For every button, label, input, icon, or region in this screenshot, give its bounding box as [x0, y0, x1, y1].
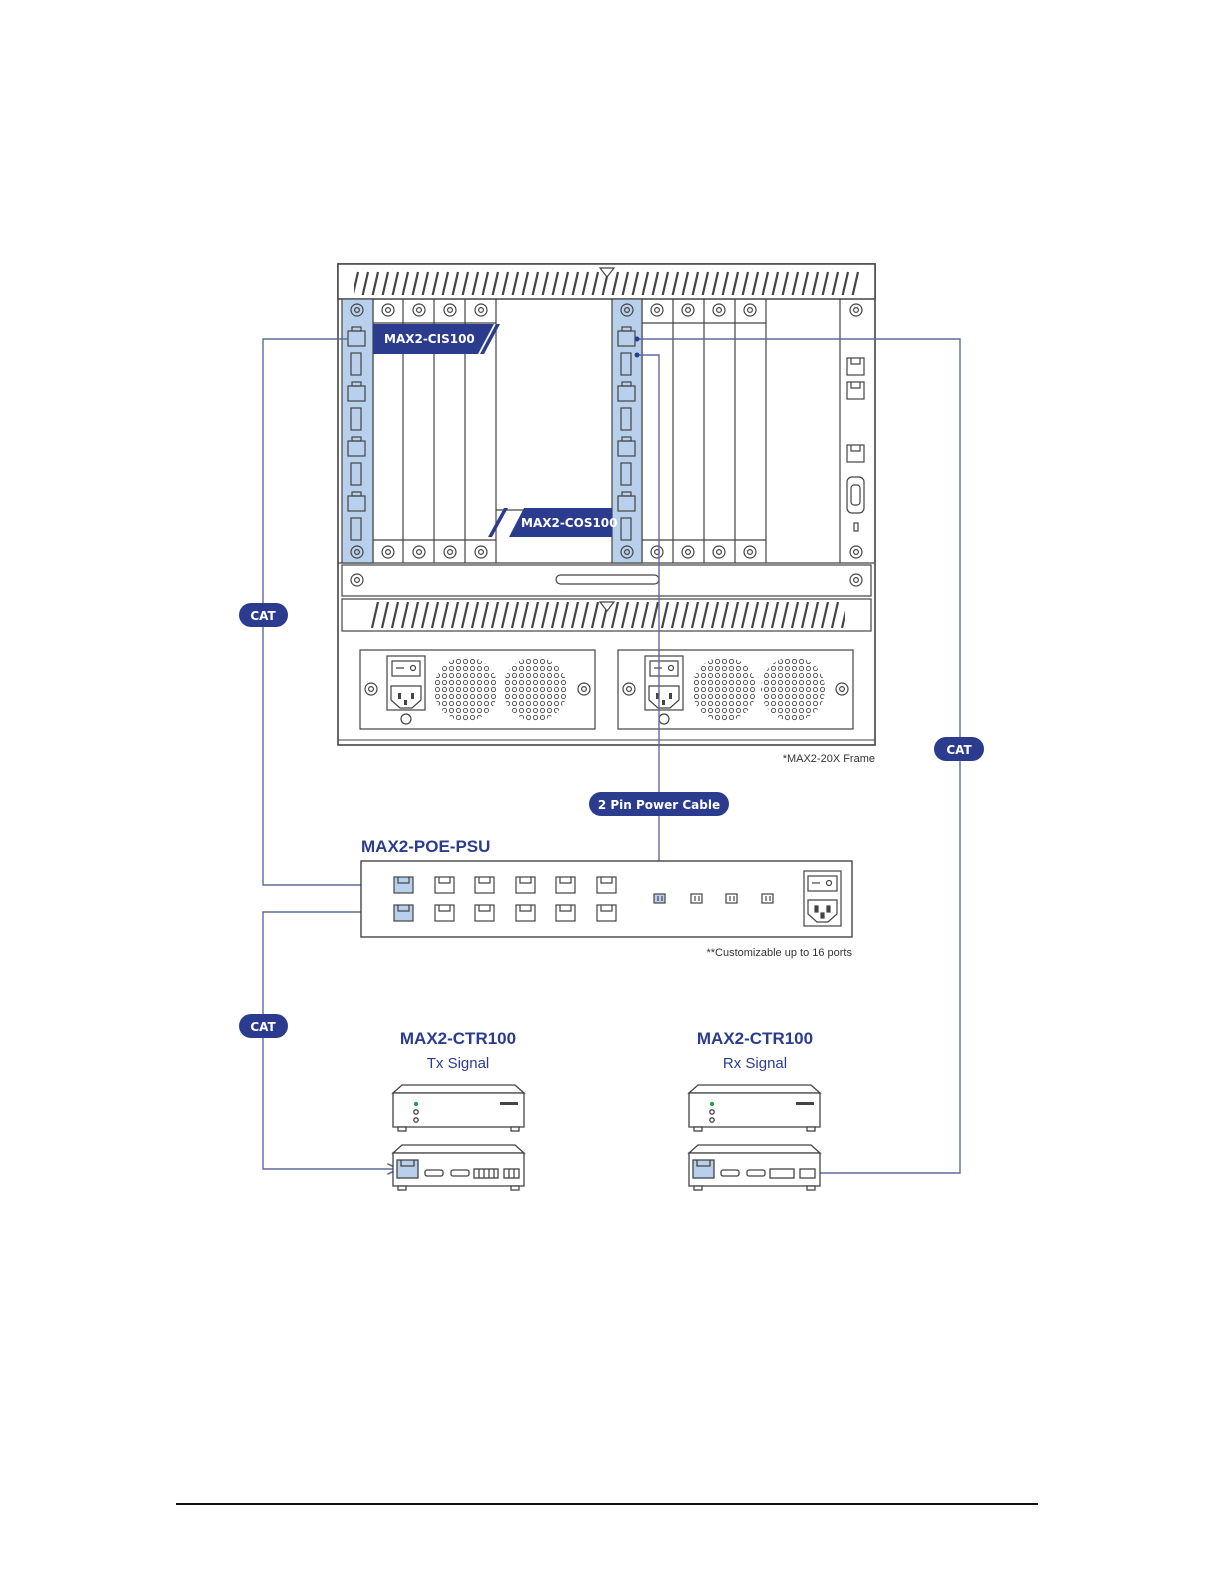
- top-vent-grille: [338, 264, 875, 299]
- rx-endpoint-max2-ctr100: MAX2-CTR100 Rx Signal: [689, 1029, 820, 1190]
- card-in-label: MAX2-CIS100: [384, 332, 475, 346]
- psu-note: **Customizable up to 16 ports: [706, 947, 852, 959]
- frame-note: *MAX2-20X Frame: [783, 753, 875, 765]
- tx-endpoint-max2-ctr100: MAX2-CTR100 Tx Signal: [393, 1029, 524, 1190]
- power-cable-pill: 2 Pin Power Cable: [589, 792, 729, 816]
- max2-poe-psu: MAX2-POE-PSU: [361, 837, 852, 959]
- cat-pill-right: CAT: [934, 737, 984, 761]
- middle-vent-grille: [342, 599, 871, 631]
- power-cable-label: 2 Pin Power Cable: [598, 798, 720, 812]
- frame-power-supply-2: [618, 650, 853, 729]
- cat-pill-left-top: CAT: [239, 603, 288, 627]
- cat-line-tx: [263, 912, 397, 1169]
- rx-device-rear: [689, 1145, 820, 1190]
- rx-title: MAX2-CTR100: [697, 1029, 813, 1048]
- tx-device-front: [393, 1085, 524, 1131]
- cat-label: CAT: [250, 609, 276, 623]
- footer-rule: [176, 1503, 1038, 1505]
- cat-label: CAT: [250, 1020, 276, 1034]
- frame-power-supply-1: [360, 650, 595, 729]
- cat-line-dot: [635, 337, 640, 342]
- rx-device-front: [689, 1085, 820, 1131]
- cat-label: CAT: [946, 743, 972, 757]
- rx-subtitle: Rx Signal: [723, 1055, 787, 1072]
- cat-pill-left-bottom: CAT: [239, 1014, 288, 1038]
- card-out-label: MAX2-COS100: [521, 516, 618, 530]
- tx-title: MAX2-CTR100: [400, 1029, 516, 1048]
- power-line-dot: [635, 353, 640, 358]
- tx-device-rear: [393, 1145, 524, 1190]
- psu-title: MAX2-POE-PSU: [361, 837, 490, 856]
- tx-subtitle: Tx Signal: [427, 1055, 490, 1072]
